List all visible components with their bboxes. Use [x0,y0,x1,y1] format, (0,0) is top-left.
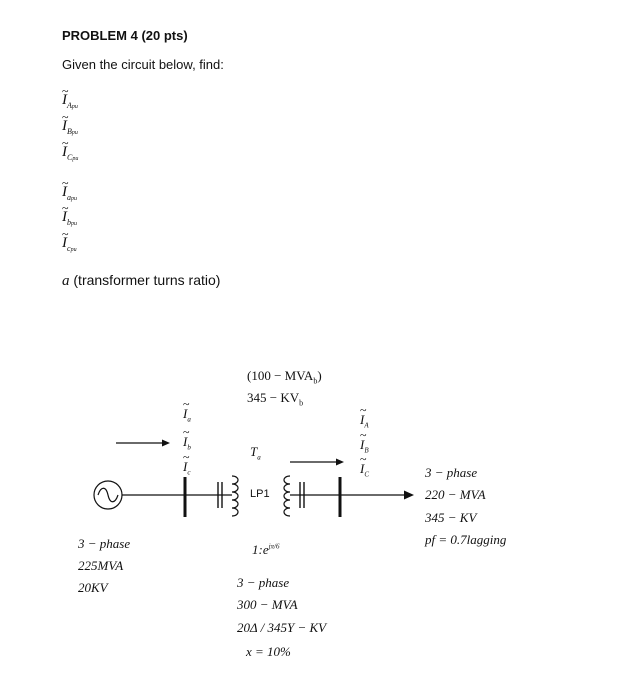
load-pf: pf = 0.7lagging [425,532,507,547]
find-item-ic-lower-pu: Icpu [62,226,77,258]
load-kv: 345 − KV [425,510,477,525]
turns-symbol: a [62,273,70,289]
load-phase: 3 − phase [425,465,478,480]
base-kv-label: 345 − KVb [247,390,304,408]
transformer-current-arrowhead [336,458,344,466]
transformer-mva: 300 − MVA [237,597,298,612]
gen-current-arrowhead [162,439,170,447]
transformer-label: Ta [250,444,261,462]
gen-current-ib: Ib [183,425,191,452]
load-mva: 220 − MVA [425,487,486,502]
find-item-turns-ratio: a (transformer turns ratio) [62,272,220,290]
generator-mva: 225MVA [78,558,124,573]
generator-kv: 20KV [78,580,108,595]
find-item-ia-pu: IApu [62,83,78,115]
gen-current-ia: Ia [183,397,191,424]
find-item-ic-pu: ICpu [62,135,78,167]
secondary-winding [283,475,291,517]
transformer-phase: 3 − phase [237,575,290,590]
turns-text: (transformer turns ratio) [73,272,221,288]
base-mva-label: (100 − MVAb) [247,368,322,386]
generator-sine-wave [97,487,119,503]
primary-winding [231,475,239,517]
find-item-ia-lower-pu: Iapu [62,175,77,207]
transformer-reactance: x = 10% [246,644,291,659]
load-current-ic: IC [360,452,369,479]
load-arrowhead [404,490,414,500]
transformer-kv: 20Δ / 345Y − KV [237,620,327,635]
problem-title: PROBLEM 4 (20 pts) [62,28,188,43]
find-item-ib-pu: IBpu [62,109,78,141]
circuit-lines [93,442,405,517]
find-item-ib-lower-pu: Ibpu [62,200,77,232]
transformer-overlay-label: LP1 [250,488,270,500]
circuit-arrowheads [162,439,414,500]
problem-intro: Given the circuit below, find: [62,57,224,72]
gen-current-ic: Ic [183,450,190,477]
generator-phase: 3 − phase [78,536,131,551]
diagram-turns-ratio: 1:ejπ/6 [252,542,280,557]
load-current-ia: IA [360,403,369,430]
load-current-ib: IB [360,428,369,455]
